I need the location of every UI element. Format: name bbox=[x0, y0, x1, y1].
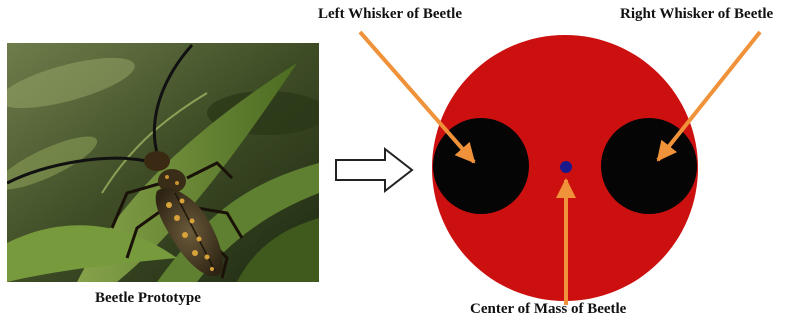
left-whisker-label: Left Whisker of Beetle bbox=[318, 6, 462, 23]
transition-arrow bbox=[336, 149, 412, 191]
right-whisker-circle bbox=[601, 118, 697, 214]
center-of-mass-label: Center of Mass of Beetle bbox=[470, 301, 626, 318]
center-of-mass-dot bbox=[560, 161, 572, 173]
right-whisker-label: Right Whisker of Beetle bbox=[620, 6, 773, 23]
